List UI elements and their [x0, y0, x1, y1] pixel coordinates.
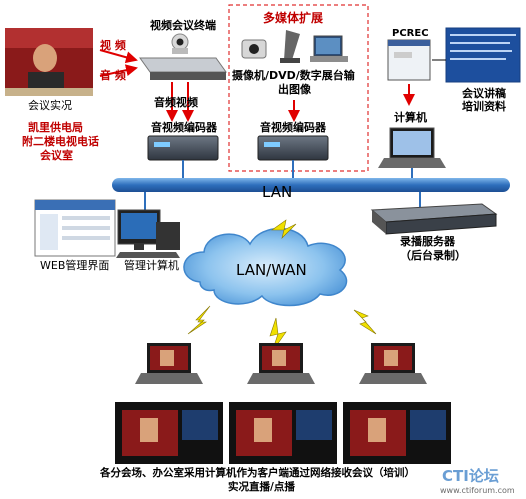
client-screen-2 — [229, 402, 337, 464]
lan-bar — [112, 178, 510, 192]
video-label: 视 频 — [100, 39, 126, 52]
client-laptop-2 — [247, 343, 315, 384]
multimedia-desc-line2: 出图像 — [278, 83, 311, 96]
lecture-label-2: 培训资料 — [462, 100, 506, 113]
av-signal-label: 音频视频 — [154, 96, 198, 109]
video-terminal-label: 视频会议终端 — [150, 19, 216, 32]
room-label-2: 附二楼电视电话 — [22, 135, 99, 148]
room-label-3: 会议室 — [40, 149, 73, 162]
bottom-caption-1: 各分会场、办公室采用计算机作为客户端通过网络接收会议（培训） — [100, 467, 415, 479]
computer-laptop — [378, 127, 446, 168]
rec-server-label-2: （后台录制） — [400, 249, 466, 262]
lan-wan-cloud — [183, 227, 348, 307]
encoder-left-label: 音视频编码器 — [151, 121, 217, 134]
recording-server — [370, 203, 498, 235]
lightning-icons — [187, 219, 377, 353]
encoder-left — [147, 135, 219, 161]
multimedia-frame — [228, 4, 369, 172]
client-laptop-3 — [359, 343, 427, 384]
client-screen-1 — [115, 402, 223, 464]
multimedia-title: 多媒体扩展 — [263, 11, 324, 25]
watermark-brand: CTI论坛 — [442, 467, 499, 485]
room-label-1: 凯里供电局 — [28, 121, 83, 134]
watermark-url: www.ctiforum.com — [440, 486, 515, 495]
admin-pc-label: 管理计算机 — [124, 259, 179, 272]
encoder-mid — [257, 135, 329, 161]
multimedia-devices — [241, 30, 348, 63]
encoder-mid-label: 音视频编码器 — [260, 121, 326, 134]
client-screen-3 — [343, 402, 451, 464]
rec-server-label-1: 录播服务器 — [400, 235, 455, 248]
audio-arrow — [99, 64, 138, 77]
computer-label: 计算机 — [394, 111, 427, 124]
lecture-label-1: 会议讲稿 — [462, 87, 506, 100]
pcrec-label: PCREC — [392, 28, 429, 39]
web-ui-label: WEB管理界面 — [40, 259, 110, 272]
live-caption: 会议实况 — [28, 99, 72, 112]
video-arrow — [99, 49, 138, 64]
lecture-document — [445, 27, 521, 83]
admin-computer — [116, 209, 180, 258]
video-conference-terminal — [139, 33, 227, 80]
pcrec-window — [387, 39, 431, 81]
multimedia-desc-line1: 摄像机/DVD/数字展台输 — [232, 69, 355, 82]
live-meeting-photo — [5, 28, 93, 96]
audio-label: 音 频 — [100, 69, 126, 82]
lan-label: LAN — [262, 183, 293, 201]
lan-wan-label: LAN/WAN — [236, 261, 307, 279]
bottom-caption-2: 实况直播/点播 — [228, 481, 295, 493]
web-ui-screenshot — [34, 199, 116, 257]
client-laptop-1 — [135, 343, 203, 384]
